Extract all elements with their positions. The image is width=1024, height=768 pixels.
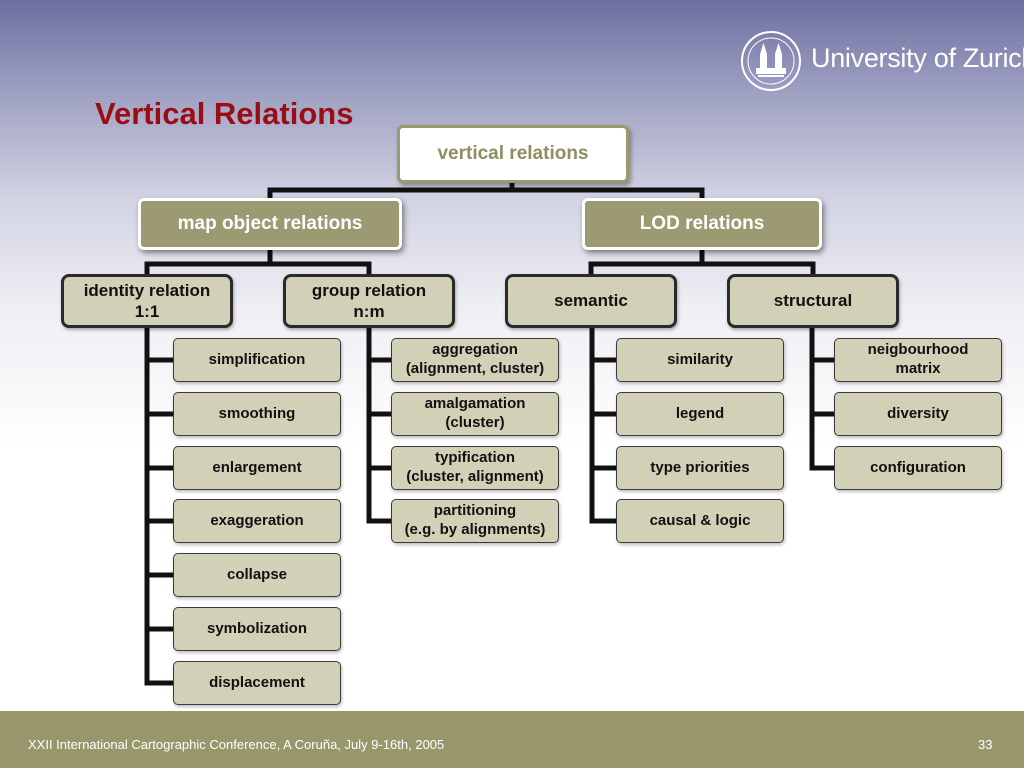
leaf-label: collapse (226, 565, 288, 583)
leaf-aggregation: aggregation (alignment, cluster) (391, 338, 559, 382)
leaf-label: causal & logic (649, 511, 751, 529)
branch-label: LOD relations (639, 213, 765, 235)
connector-lines (144, 180, 837, 686)
leaf-configuration: configuration (834, 446, 1002, 490)
leaf-neigbourhood-matrix: neigbourhood matrix (834, 338, 1002, 382)
group-label: identity relation 1:1 (83, 280, 211, 321)
leaf-label: diversity (887, 404, 949, 422)
leaf-amalgamation: amalgamation (cluster) (391, 392, 559, 436)
branch-map-object-relations: map object relations (138, 198, 402, 250)
leaf-label: smoothing (218, 404, 296, 422)
group-identity-relation: identity relation 1:1 (61, 274, 233, 328)
university-seal-icon (741, 31, 801, 91)
leaf-label: configuration (870, 458, 966, 476)
group-semantic: semantic (505, 274, 677, 328)
group-label: group relation n:m (311, 280, 427, 321)
leaf-collapse: collapse (173, 553, 341, 597)
footer-bar (0, 711, 1024, 768)
tree-root-label: vertical relations (437, 143, 589, 165)
leaf-label: neigbourhood matrix (867, 341, 969, 377)
leaf-enlargement: enlargement (173, 446, 341, 490)
slide-title: Vertical Relations (95, 96, 354, 131)
branch-label: map object relations (177, 213, 363, 235)
leaf-type-priorities: type priorities (616, 446, 784, 490)
group-label: semantic (554, 291, 628, 311)
leaf-displacement: displacement (173, 661, 341, 705)
university-logo: University of Zurich (740, 30, 1024, 92)
tree-root: vertical relations (397, 125, 629, 183)
leaf-label: amalgamation (cluster) (424, 395, 526, 431)
leaf-label: legend (675, 404, 725, 422)
group-group-relation: group relation n:m (283, 274, 455, 328)
group-label: structural (773, 291, 853, 311)
leaf-legend: legend (616, 392, 784, 436)
leaf-label: aggregation (alignment, cluster) (405, 341, 545, 377)
leaf-label: type priorities (650, 458, 750, 476)
leaf-label: typification (cluster, alignment) (406, 449, 544, 485)
leaf-label: exaggeration (210, 511, 304, 529)
leaf-exaggeration: exaggeration (173, 499, 341, 543)
group-structural: structural (727, 274, 899, 328)
logo-text: University of Zurich (811, 43, 1024, 73)
leaf-label: partitioning (e.g. by alignments) (404, 502, 546, 538)
leaf-diversity: diversity (834, 392, 1002, 436)
page-number: 33 (978, 737, 993, 752)
leaf-simplification: simplification (173, 338, 341, 382)
leaf-partitioning: partitioning (e.g. by alignments) (391, 499, 559, 543)
leaf-label: simplification (208, 350, 306, 368)
leaf-typification: typification (cluster, alignment) (391, 446, 559, 490)
leaf-symbolization: symbolization (173, 607, 341, 651)
leaf-label: displacement (209, 673, 305, 691)
leaf-label: enlargement (212, 458, 302, 476)
branch-lod-relations: LOD relations (582, 198, 822, 250)
leaf-causal-logic: causal & logic (616, 499, 784, 543)
leaf-label: similarity (667, 350, 733, 368)
leaf-similarity: similarity (616, 338, 784, 382)
leaf-label: symbolization (206, 619, 307, 637)
footer-text: XXII International Cartographic Conferen… (28, 737, 445, 752)
leaf-smoothing: smoothing (173, 392, 341, 436)
